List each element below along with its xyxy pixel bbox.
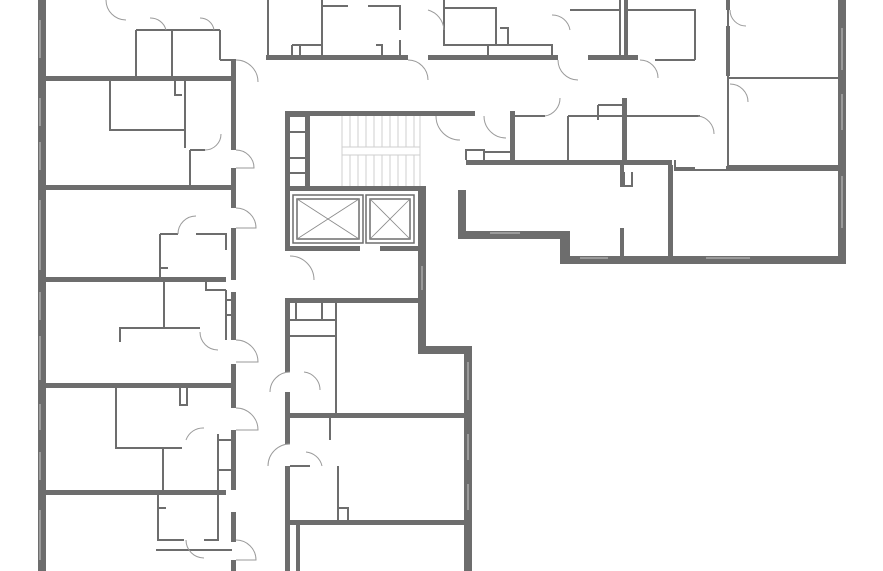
west-wing	[46, 29, 236, 571]
elevator-left	[292, 194, 364, 244]
elevator-right	[365, 194, 415, 244]
staircase	[341, 116, 421, 186]
core	[285, 111, 475, 251]
doors	[105, 0, 749, 561]
south-wing	[285, 298, 468, 571]
east-central	[465, 98, 726, 260]
outer-walls	[38, 0, 846, 571]
north-wing	[266, 0, 838, 171]
windows	[39, 20, 843, 560]
